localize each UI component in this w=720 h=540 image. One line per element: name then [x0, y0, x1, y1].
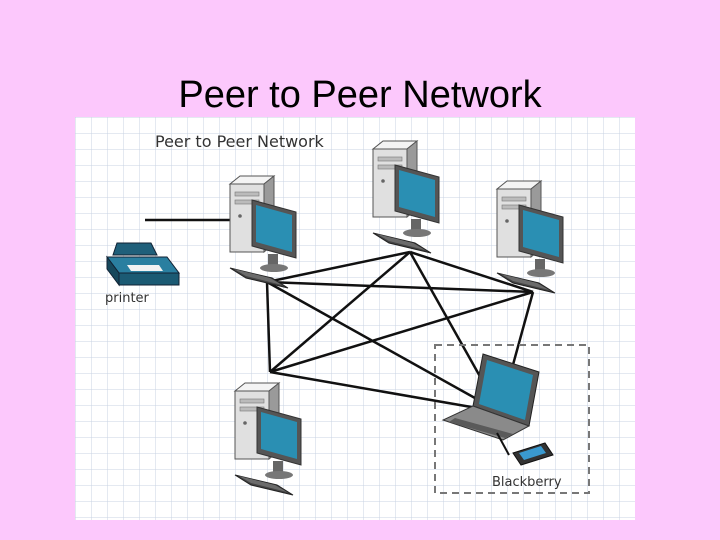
link-tl-laptop [266, 280, 501, 414]
grid-background [75, 117, 635, 520]
link-tl-tr [266, 280, 534, 294]
blackberry-label: Blackberry [492, 475, 562, 490]
diagram-heading: Peer to Peer Network [155, 132, 325, 151]
network-links [145, 218, 535, 414]
link-tr-bl [269, 290, 534, 374]
smartphone-icon [496, 432, 554, 466]
laptop-icon [441, 353, 540, 441]
printer-icon [106, 242, 180, 287]
network-diagram-canvas: Peer to Peer Network [75, 117, 635, 520]
network-diagram: Peer to Peer Network [75, 117, 635, 520]
link-tl-bl [265, 281, 272, 373]
slide-title: Peer to Peer Network [178, 74, 542, 116]
printer-label: printer [105, 291, 150, 306]
link-tm-bl [269, 251, 411, 373]
link-bl-laptop [269, 370, 501, 414]
mobile-devices-zone [434, 344, 590, 494]
link-tl-tm [266, 250, 411, 284]
link-tm-tr [409, 250, 534, 294]
